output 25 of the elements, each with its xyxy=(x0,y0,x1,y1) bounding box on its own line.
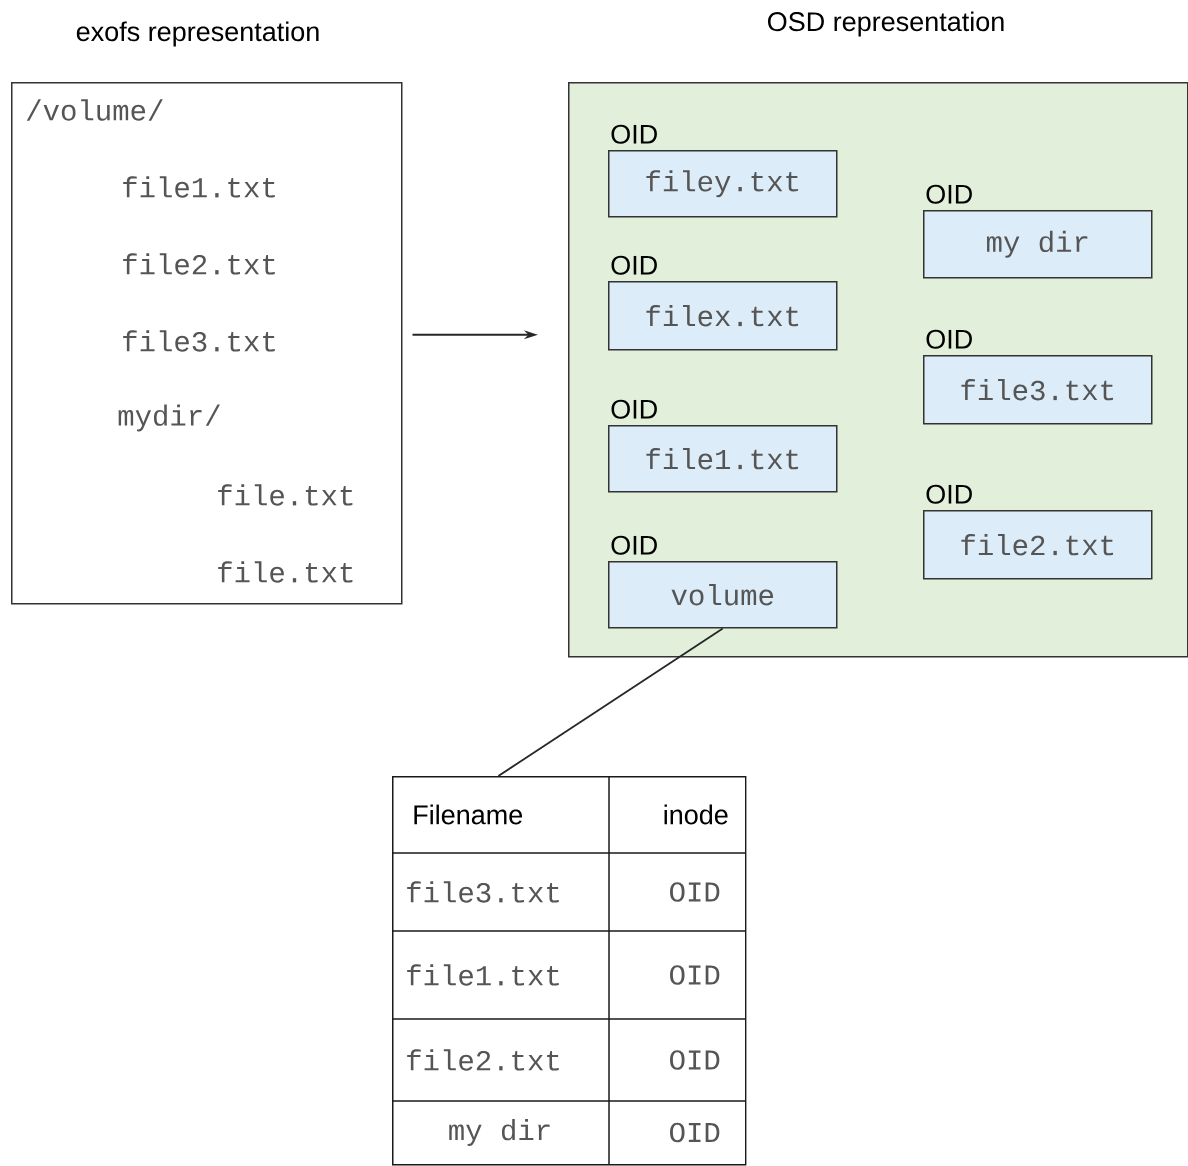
object-label: OID xyxy=(926,484,972,504)
file-name: file3.txt xyxy=(123,330,275,352)
connector-line xyxy=(497,627,724,777)
object-label: OID xyxy=(611,399,657,419)
object-box: filey.txt xyxy=(608,150,838,218)
file-name: file.txt xyxy=(218,561,353,583)
object-box: file2.txt xyxy=(923,510,1153,580)
object-box: volume xyxy=(608,561,838,629)
object-box: file1.txt xyxy=(608,425,838,493)
box-heading: OSD representation xyxy=(768,11,1004,37)
object-box: filex.txt xyxy=(608,281,838,351)
file-name: file2.txt xyxy=(123,253,275,275)
file-table: Filename inode file3.txt OID file1.txt OID file2.txt OID my dir OID xyxy=(391,775,747,1166)
object-label: OID xyxy=(611,255,657,275)
object-label: OID xyxy=(926,184,972,204)
object-label: OID xyxy=(611,124,657,144)
object-box: file3.txt xyxy=(923,355,1153,425)
object-label: OID xyxy=(611,535,657,555)
box-heading: exofs representation xyxy=(76,21,319,47)
file-name: file1.txt xyxy=(123,176,275,198)
file-name: mydir/ xyxy=(118,404,220,432)
file-name: file.txt xyxy=(218,484,353,506)
object-box: my dir xyxy=(923,210,1153,279)
file-name: /volume/ xyxy=(26,99,163,121)
object-label: OID xyxy=(926,329,972,349)
